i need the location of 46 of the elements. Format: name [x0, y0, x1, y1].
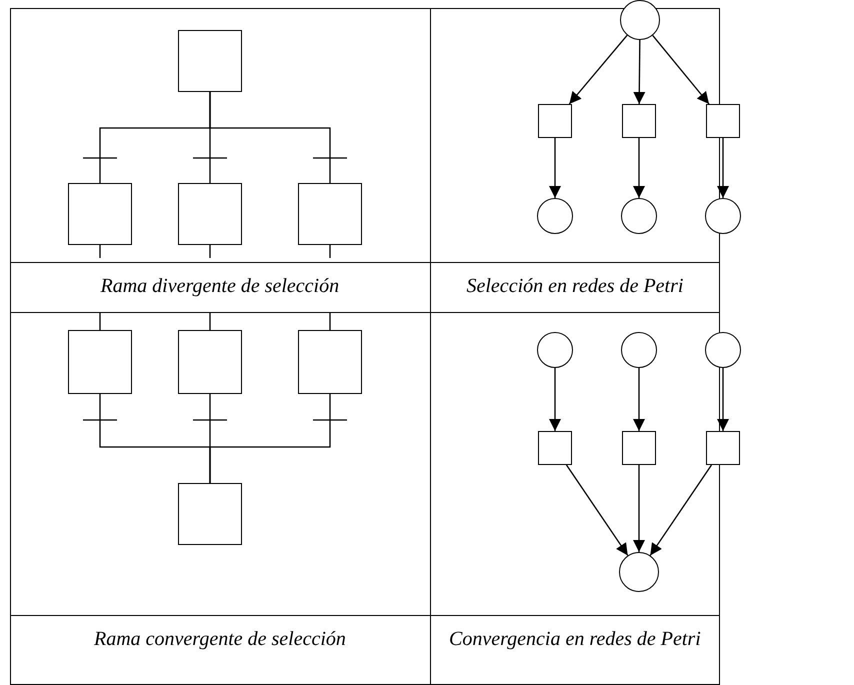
transition-box [622, 104, 656, 138]
place-circle [621, 198, 657, 234]
transition-box [538, 431, 572, 465]
arrow [549, 138, 561, 198]
arrow [717, 138, 729, 198]
arrow [549, 368, 561, 431]
diagram-caption: Convergencia en redes de Petri [449, 627, 701, 651]
step-box [178, 483, 242, 545]
arrow [633, 465, 645, 552]
connector-line [329, 313, 331, 330]
step-box [178, 30, 242, 92]
arrow [633, 40, 646, 104]
connector-line [209, 313, 211, 330]
diagram-caption: Rama divergente de selección [100, 274, 340, 298]
step-box [68, 330, 132, 394]
place-circle [621, 332, 657, 368]
step-box [298, 183, 362, 245]
connector-line [329, 245, 331, 258]
connector-line [209, 92, 331, 183]
connector-line [99, 245, 101, 258]
arrow [633, 368, 645, 431]
arrow [566, 464, 628, 556]
transition-box [706, 431, 740, 465]
arrow [633, 138, 645, 198]
step-box [298, 330, 362, 394]
transition-box [706, 104, 740, 138]
connector-line [209, 245, 211, 258]
place-circle [619, 552, 659, 592]
place-circle [705, 198, 741, 234]
place-circle [620, 0, 660, 40]
transition-box [538, 104, 572, 138]
step-box [178, 330, 242, 394]
arrow [652, 35, 710, 104]
connector-line [99, 313, 101, 330]
diagram-caption: Rama convergente de selección [94, 627, 346, 651]
place-circle [705, 332, 741, 368]
step-box [178, 183, 242, 245]
transition-box [622, 431, 656, 465]
place-circle [537, 332, 573, 368]
arrow [650, 464, 712, 556]
step-box [68, 183, 132, 245]
place-circle [537, 198, 573, 234]
connector-line [209, 394, 331, 483]
arrow [717, 368, 729, 431]
diagram-caption: Selección en redes de Petri [466, 274, 684, 298]
arrow [568, 34, 628, 104]
